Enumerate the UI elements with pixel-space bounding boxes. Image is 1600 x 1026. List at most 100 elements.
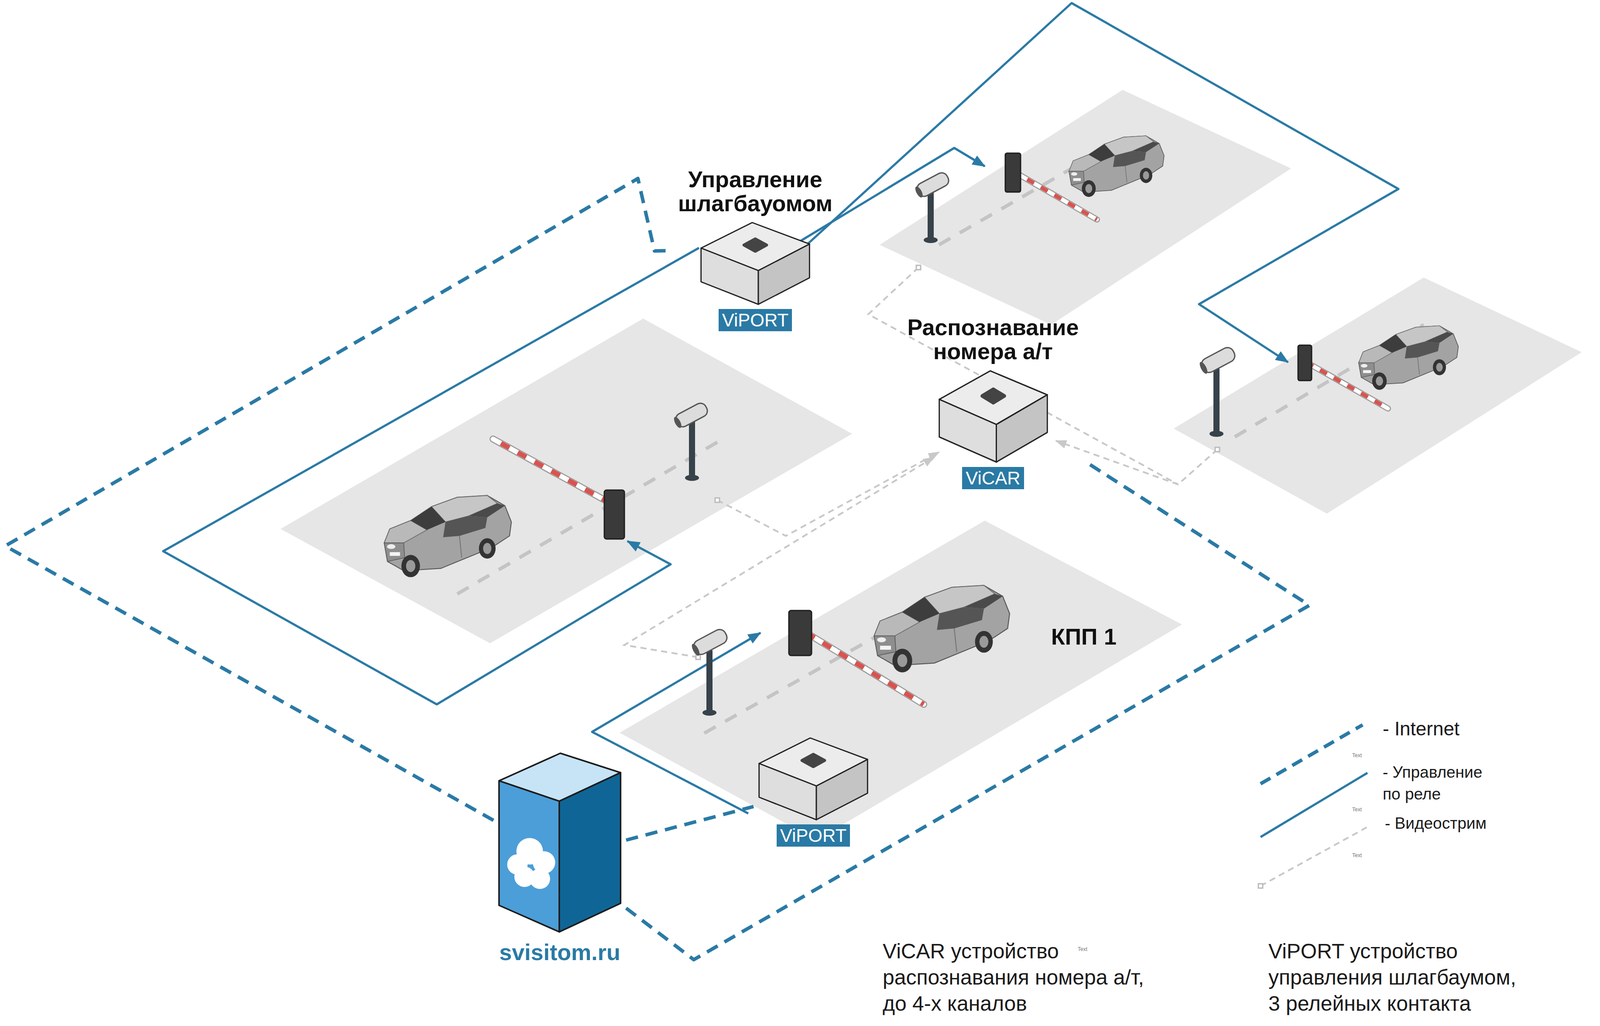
barrier-post [604, 489, 625, 539]
barrier-post [788, 610, 812, 656]
legend-text: - Управление по реле [1382, 761, 1492, 806]
camera-head [671, 400, 710, 430]
video-end [916, 265, 921, 270]
lane-markings [457, 144, 1424, 734]
relay-line [163, 247, 699, 705]
internet-link [5, 178, 669, 821]
device-node: Распознавание номера а/тViCAR [897, 311, 1089, 493]
cube-right [816, 759, 868, 820]
camera-base [702, 709, 717, 716]
car [873, 585, 1010, 672]
camera-head [1197, 345, 1237, 376]
barrier-arm [1306, 362, 1388, 409]
cloud-part [529, 868, 551, 889]
relay-lines [163, 3, 1399, 814]
car [1358, 325, 1459, 391]
camera-base [1209, 430, 1224, 437]
camera-base [685, 474, 699, 481]
barrier-arm [806, 632, 924, 705]
camera-head [913, 170, 951, 200]
camera-pole [1213, 368, 1220, 434]
camera-head [689, 626, 730, 658]
barrier-arm-edge [493, 438, 611, 504]
placeholder-text: Text [1352, 806, 1362, 813]
video-line [868, 267, 1179, 485]
device-tag: ViPORT [718, 308, 793, 332]
barrier-arm-edge [1306, 362, 1388, 409]
barrier-arm [1013, 171, 1097, 220]
cloud-icon [507, 837, 556, 889]
barrier-arm-edge [1013, 171, 1097, 220]
internet-link [626, 806, 754, 840]
video-streams [624, 267, 1218, 658]
cube-left [759, 763, 817, 820]
cube-icon [743, 239, 767, 252]
device-node: ViPORT [753, 731, 874, 850]
device-cube [937, 367, 1050, 465]
legend-internet-sample [1260, 724, 1363, 784]
barrier-post [1005, 153, 1021, 192]
parking-area [619, 520, 1183, 840]
device-tag: ViPORT [776, 824, 851, 847]
car [384, 495, 512, 577]
parking-areas [280, 89, 1582, 840]
internet-link [626, 463, 1310, 960]
barriers [493, 153, 1388, 705]
parking-area [1173, 277, 1582, 514]
camera-head-part [672, 415, 683, 429]
cube-icon [801, 753, 825, 767]
cameras [671, 170, 1237, 716]
server-node: svisitom.ru [493, 746, 627, 969]
legend-text: - Internet [1382, 715, 1460, 742]
cube-right [996, 394, 1048, 463]
barrier-arm-stripes [806, 632, 924, 705]
parking-area [280, 318, 853, 644]
barrier-arm-edge [806, 632, 924, 705]
video-end [715, 497, 720, 503]
legend-text: - Видеострим [1384, 812, 1487, 835]
barrier-arm [493, 438, 611, 504]
server-name: svisitom.ru [499, 939, 621, 965]
placeholder-text: Text [1352, 752, 1362, 759]
device-cube [698, 219, 812, 307]
legend-samples [1258, 724, 1368, 888]
caption-note: ViCAR устройство распознавания номера а/… [882, 938, 1162, 1017]
camera-head-part [913, 185, 925, 199]
cube-left [938, 399, 997, 463]
device-cube [757, 734, 870, 822]
camera-pole [927, 191, 934, 240]
camera-head-part [1198, 360, 1210, 375]
camera-base [923, 236, 938, 244]
video-end [695, 654, 701, 660]
barrier-post [1298, 345, 1312, 381]
barrier-arm-stripes [493, 438, 611, 504]
parking-area [879, 89, 1292, 325]
node-heading: Распознавание номера а/т [901, 315, 1085, 364]
car [1068, 135, 1165, 197]
device-node: Управление шлагбауомомViPORT [668, 164, 842, 335]
caption-note: ViPORT устройство управления шлагбаумом,… [1268, 938, 1524, 1017]
camera-head-part [690, 642, 702, 657]
server-right [559, 772, 621, 932]
device-tag: ViCAR [962, 466, 1024, 490]
server-left [499, 780, 560, 932]
video-line [717, 452, 939, 536]
video-line [1055, 440, 1218, 485]
cube-left [701, 248, 759, 305]
legend-video-sample [1260, 826, 1368, 886]
cars [384, 135, 1459, 673]
cube-right [758, 243, 810, 305]
legend-relay-sample [1260, 772, 1368, 837]
server-cube [496, 750, 623, 934]
node-heading: Управление шлагбауомом [672, 167, 839, 216]
barrier-arm-stripes [1013, 171, 1097, 220]
placeholder-text: Text [1077, 945, 1088, 953]
camera-pole [688, 421, 696, 478]
checkpoint-label: КПП 1 [1051, 623, 1117, 651]
barrier-arm-stripes [1306, 362, 1388, 409]
cube-icon [981, 389, 1004, 403]
camera-pole [706, 650, 713, 713]
video-end [1215, 447, 1220, 452]
